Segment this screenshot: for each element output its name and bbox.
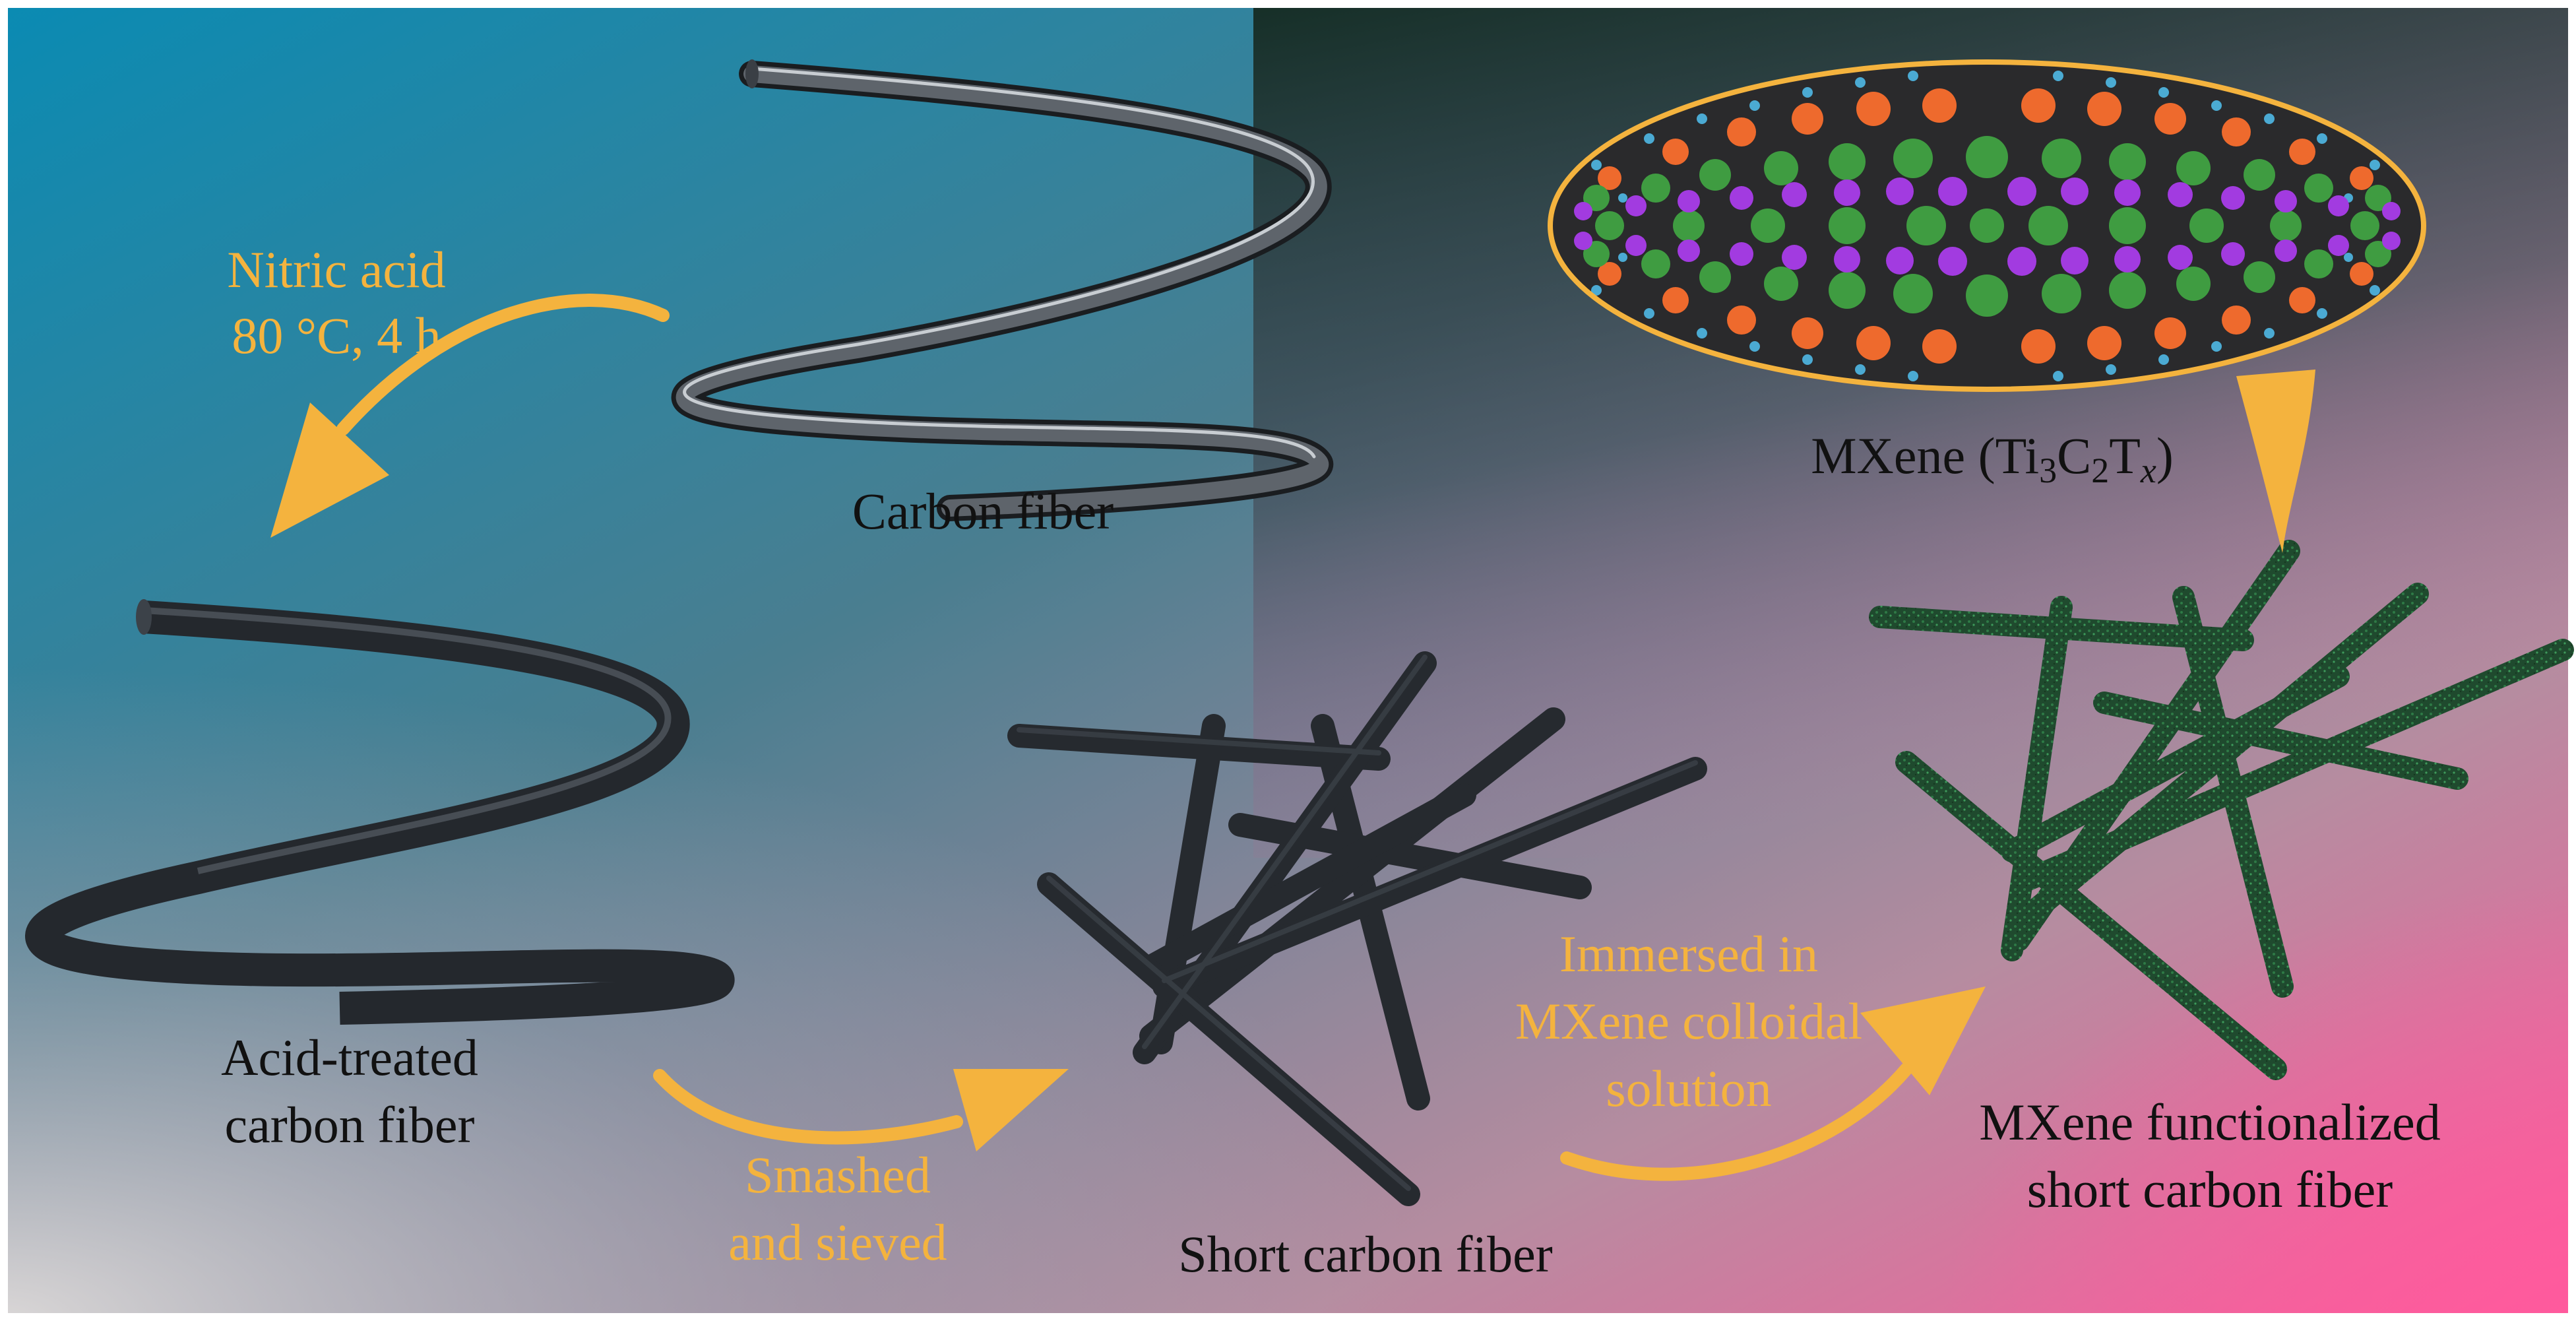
- label-mxene-functionalized-line1: MXene functionalized: [1979, 1093, 2441, 1151]
- step-immersed-line3: solution: [1606, 1060, 1772, 1117]
- label-mxene-formula: MXene (Ti3C2Tx): [1811, 427, 2174, 490]
- label-short-carbon-fiber: Short carbon fiber: [1178, 1225, 1553, 1283]
- mxene-structure-oval: [1548, 59, 2426, 392]
- short-fiber-highlights: [1017, 655, 1698, 1191]
- mxene-titanium-atoms: [1574, 177, 2401, 276]
- carbon-fiber-coil: [672, 59, 1333, 521]
- step-nitric-acid-line2: 80 °C, 4 h: [232, 307, 441, 364]
- step-smashed-line2: and sieved: [728, 1213, 947, 1271]
- mxene-carbon-atoms: [1598, 88, 2373, 364]
- mxene-functionalized-fibers: [1869, 540, 2574, 1080]
- short-carbon-fibers: [1007, 651, 1707, 1206]
- mxene-green-atoms: [1583, 136, 2391, 317]
- arrow-immersed: [1560, 986, 1986, 1181]
- step-nitric-acid-line1: Nitric acid: [227, 241, 446, 298]
- step-immersed-line2: MXene colloidal: [1515, 992, 1863, 1050]
- callout-pointer: [2236, 370, 2315, 553]
- acid-treated-fiber-coil: [25, 599, 735, 1025]
- step-immersed-line1: Immersed in: [1559, 925, 1819, 983]
- label-acid-treated-line2: carbon fiber: [224, 1096, 475, 1153]
- arrow-nitric-acid: [270, 294, 670, 538]
- label-acid-treated-line1: Acid-treated: [221, 1029, 478, 1086]
- step-smashed-line1: Smashed: [745, 1146, 931, 1204]
- label-carbon-fiber: Carbon fiber: [852, 482, 1114, 540]
- arrow-smashed-sieved: [653, 1069, 1069, 1151]
- label-mxene-functionalized-line2: short carbon fiber: [2026, 1161, 2393, 1218]
